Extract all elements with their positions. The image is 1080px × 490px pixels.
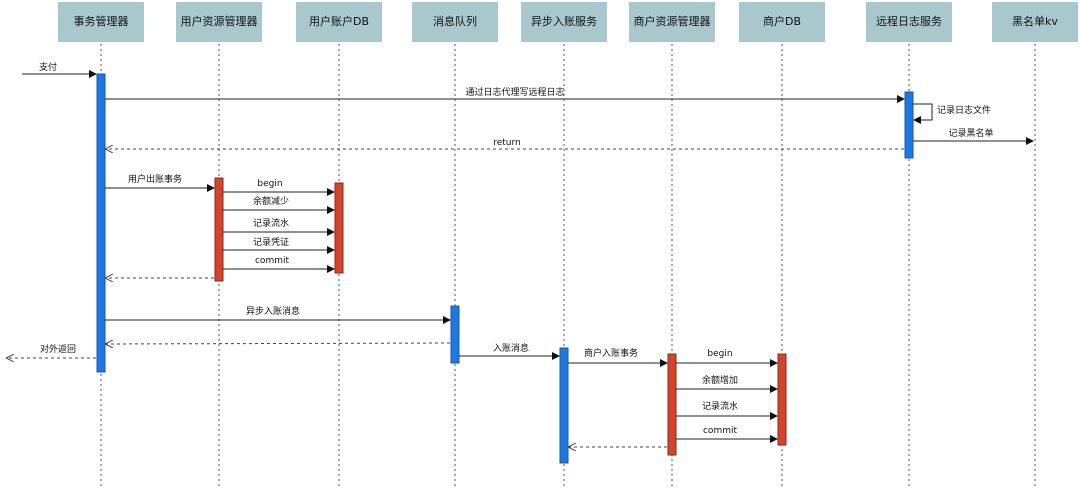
message-label: 支付 [39,61,57,73]
message-credit-msg: 入账消息 [459,342,560,360]
participant-box [296,2,382,42]
message-label: 记录凭证 [253,236,289,248]
message-label: 异步入账消息 [246,305,300,317]
message-label: 记录流水 [253,217,289,229]
participant-queue: 消息队列 [412,2,498,42]
participant-label: 商户资源管理器 [634,14,711,28]
message-label: 余额减少 [253,195,289,207]
activation-tx-manager [96,73,106,373]
message-label: 记录流水 [702,400,738,412]
message-label: 对外返回 [40,343,76,355]
message-merchant-commit: commit [676,426,778,443]
message-user-debit-tx: 用户出账事务 [105,173,215,192]
message-balance-decrease: 余额减少 [223,195,335,214]
activation-log-service [904,91,914,159]
activation-user-res-manager [214,177,224,282]
participant-box [521,2,607,42]
message-label: 用户出账事务 [128,173,182,185]
message-queue-return [106,343,451,344]
activation-merchant-db [777,353,787,446]
participant-box [58,2,144,42]
message-record-blacklist: 记录黑名单 [913,127,1034,145]
message-label: begin [707,349,732,359]
participant-box [992,2,1078,42]
message-user-commit: commit [223,256,335,273]
participant-box [629,2,715,42]
message-return: return [106,138,904,149]
activation-user-db [334,182,344,274]
message-write-log-file: 记录日志文件 [913,103,991,124]
message-user-record-flow: 记录流水 [223,217,335,236]
participant-blacklist: 黑名单kv [992,2,1078,42]
message-user-begin: begin [223,179,335,196]
message-external-return: 对外返回 [7,343,96,358]
activation-merchant-res-manager [667,353,677,456]
message-balance-increase: 余额增加 [676,374,778,393]
participant-label: 事务管理器 [74,14,129,28]
participant-label: 异步入账服务 [531,15,597,28]
participant-async-service: 异步入账服务 [521,2,607,42]
message-label: commit [255,256,289,266]
participant-label: 商户DB [763,14,801,28]
message-record-voucher: 记录凭证 [223,236,335,254]
message-label: 余额增加 [702,374,738,386]
message-label: 通过日志代理写远程日志 [465,86,564,98]
participant-box [739,2,825,42]
message-pay: 支付 [22,61,97,78]
message-label: 记录黑名单 [948,127,993,139]
message-label: 入账消息 [493,342,529,354]
participant-label: 远程日志服务 [876,15,942,28]
participant-user-res-manager: 用户资源管理器 [176,2,262,42]
participant-log-service: 远程日志服务 [866,2,952,42]
participant-merchant-res-manager: 商户资源管理器 [629,2,715,42]
message-remote-log: 通过日志代理写远程日志 [105,86,905,103]
message-merchant-credit-tx: 商户入账事务 [568,347,668,367]
participant-label: 用户账户DB [309,14,369,28]
message-merchant-record-flow: 记录流水 [676,400,778,420]
message-label: commit [703,426,737,436]
participant-label: 黑名单kv [1012,14,1058,28]
participant-tx-manager: 事务管理器 [58,2,144,42]
activation-async-service [559,347,569,464]
participant-user-db: 用户账户DB [296,2,382,42]
message-label: 记录日志文件 [937,104,991,116]
activation-queue [450,305,460,364]
participant-label: 消息队列 [433,14,477,28]
message-label: begin [257,179,282,189]
message-label: 商户入账事务 [584,347,638,359]
participant-box [412,2,498,42]
participant-merchant-db: 商户DB [739,2,825,42]
participant-box [176,2,262,42]
participant-label: 用户资源管理器 [181,14,258,28]
participant-box [866,2,952,42]
message-arrow [913,103,933,124]
message-merchant-begin: begin [676,349,778,367]
message-label: return [493,138,521,148]
message-async-credit-msg: 异步入账消息 [105,305,451,324]
